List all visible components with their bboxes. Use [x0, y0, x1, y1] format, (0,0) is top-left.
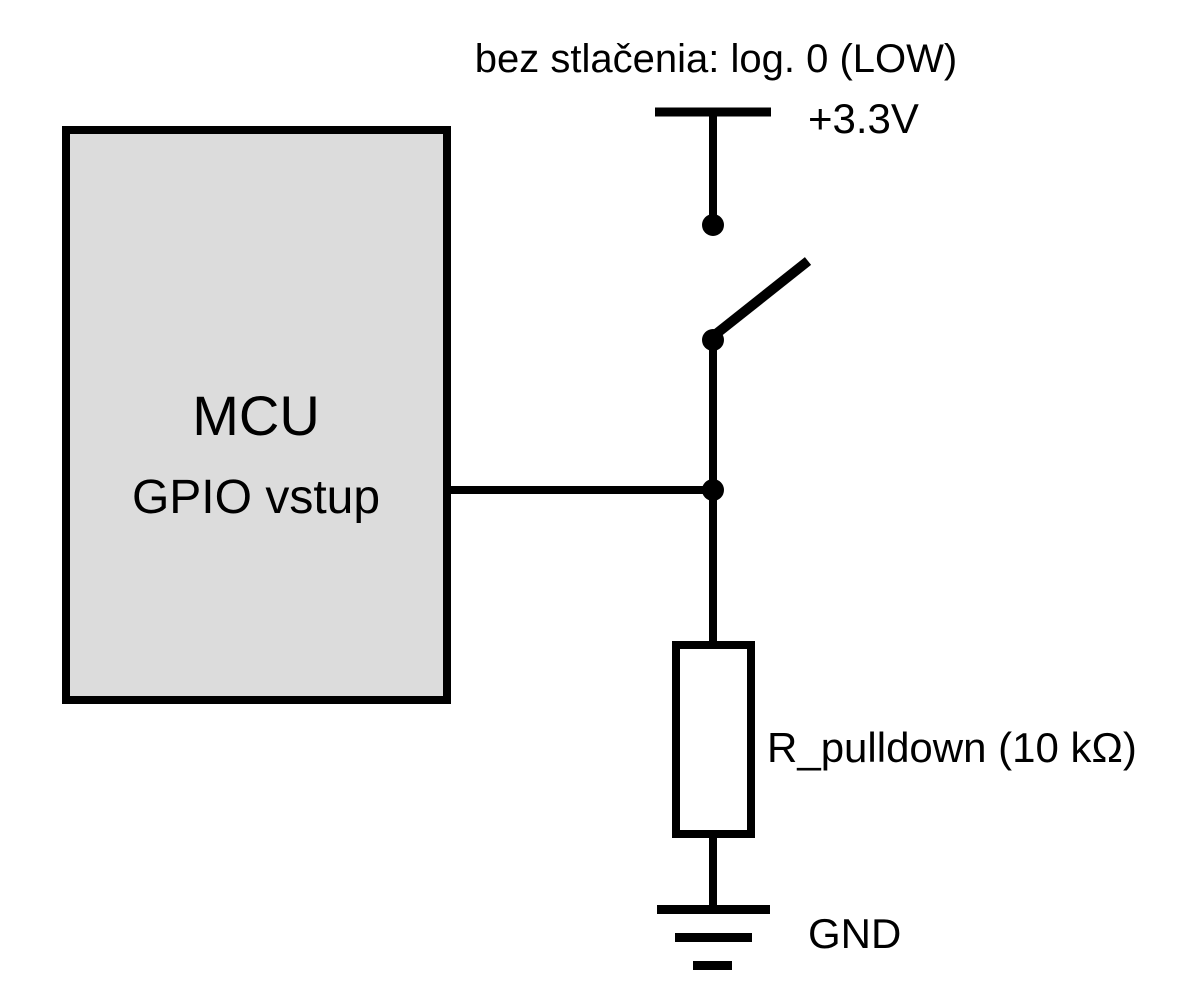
mcu-subtitle: GPIO vstup: [132, 471, 380, 524]
supply-label: +3.3V: [808, 95, 919, 142]
mcu-box: [62, 126, 451, 704]
switch-lever: [712, 257, 812, 338]
junction-dot: [702, 479, 724, 501]
switch-terminal-top-dot: [702, 214, 724, 236]
resistor-body: [672, 641, 755, 838]
annotation-text: bez stlačenia: log. 0 (LOW): [475, 37, 957, 81]
ground-bar-bottom: [693, 961, 732, 970]
resistor-label: R_pulldown (10 kΩ): [767, 724, 1137, 771]
ground-label: GND: [808, 910, 901, 957]
ground-bar-top: [657, 905, 770, 914]
mcu-title: MCU: [192, 384, 320, 447]
ground-bar-middle: [675, 933, 752, 942]
